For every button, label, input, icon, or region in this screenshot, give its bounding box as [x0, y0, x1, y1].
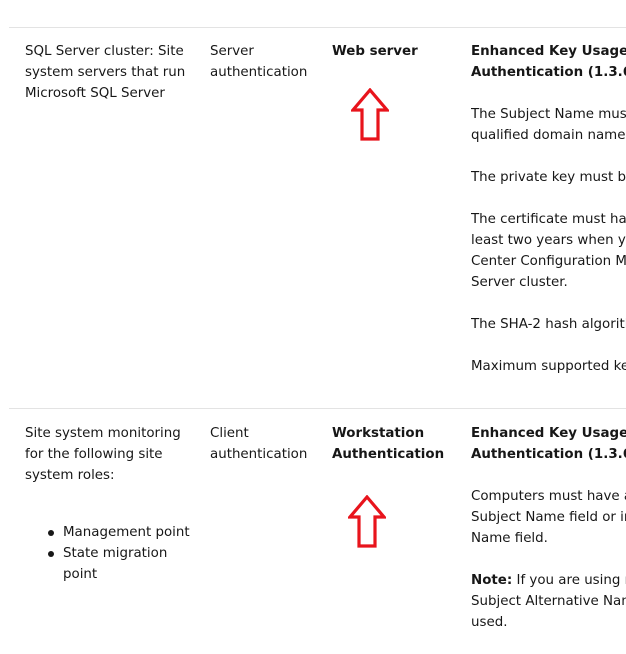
certificate-template-cell: Web server: [332, 44, 418, 59]
eku-label: Enhanced Key Usage: [471, 426, 626, 441]
subject-name-requirement: The Subject Name must cqualified domain …: [471, 107, 626, 143]
arrow-shape: [348, 495, 386, 548]
hash-algorithm-requirement: The SHA-2 hash algorith: [471, 317, 626, 332]
site-system-cell: Site system monitoring for the following…: [25, 426, 181, 483]
certificate-purpose-cell: Client authentication: [210, 426, 308, 462]
private-key-requirement: The private key must be e: [471, 170, 626, 185]
site-system-cell: SQL Server cluster: Site system servers …: [25, 44, 186, 101]
list-item: State migration point: [47, 543, 197, 585]
requirements-cell: Enhanced Key Usage valuAuthentication (1…: [471, 41, 626, 398]
row-divider: [9, 408, 626, 409]
list-item: Management point: [47, 522, 197, 543]
note-label: Note:: [471, 573, 513, 588]
up-arrow-icon: [348, 495, 386, 548]
eku-oid: Authentication (1.3.6.1.5.: [471, 65, 626, 80]
eku-label: Enhanced Key Usage: [471, 44, 626, 59]
requirements-cell: Enhanced Key Usage valuAuthentication (1…: [471, 423, 626, 654]
certificate-purpose-cell: Server authentication: [210, 44, 308, 80]
eku-oid: Authentication (1.3.6.1.5.: [471, 447, 626, 462]
site-system-roles-list: Management point State migration point: [47, 522, 197, 585]
note-text: If you are using muSubject Alternative N…: [471, 573, 626, 630]
arrow-shape: [351, 88, 389, 141]
note-paragraph: Note: If you are using muSubject Alterna…: [471, 570, 626, 633]
up-arrow-icon: [351, 88, 389, 141]
table-top-divider: [9, 27, 626, 28]
key-length-requirement: Maximum supported key: [471, 359, 626, 374]
subject-name-requirement: Computers must have a uSubject Name fiel…: [471, 489, 626, 546]
certificate-template-cell: Workstation Authentication: [332, 426, 445, 462]
